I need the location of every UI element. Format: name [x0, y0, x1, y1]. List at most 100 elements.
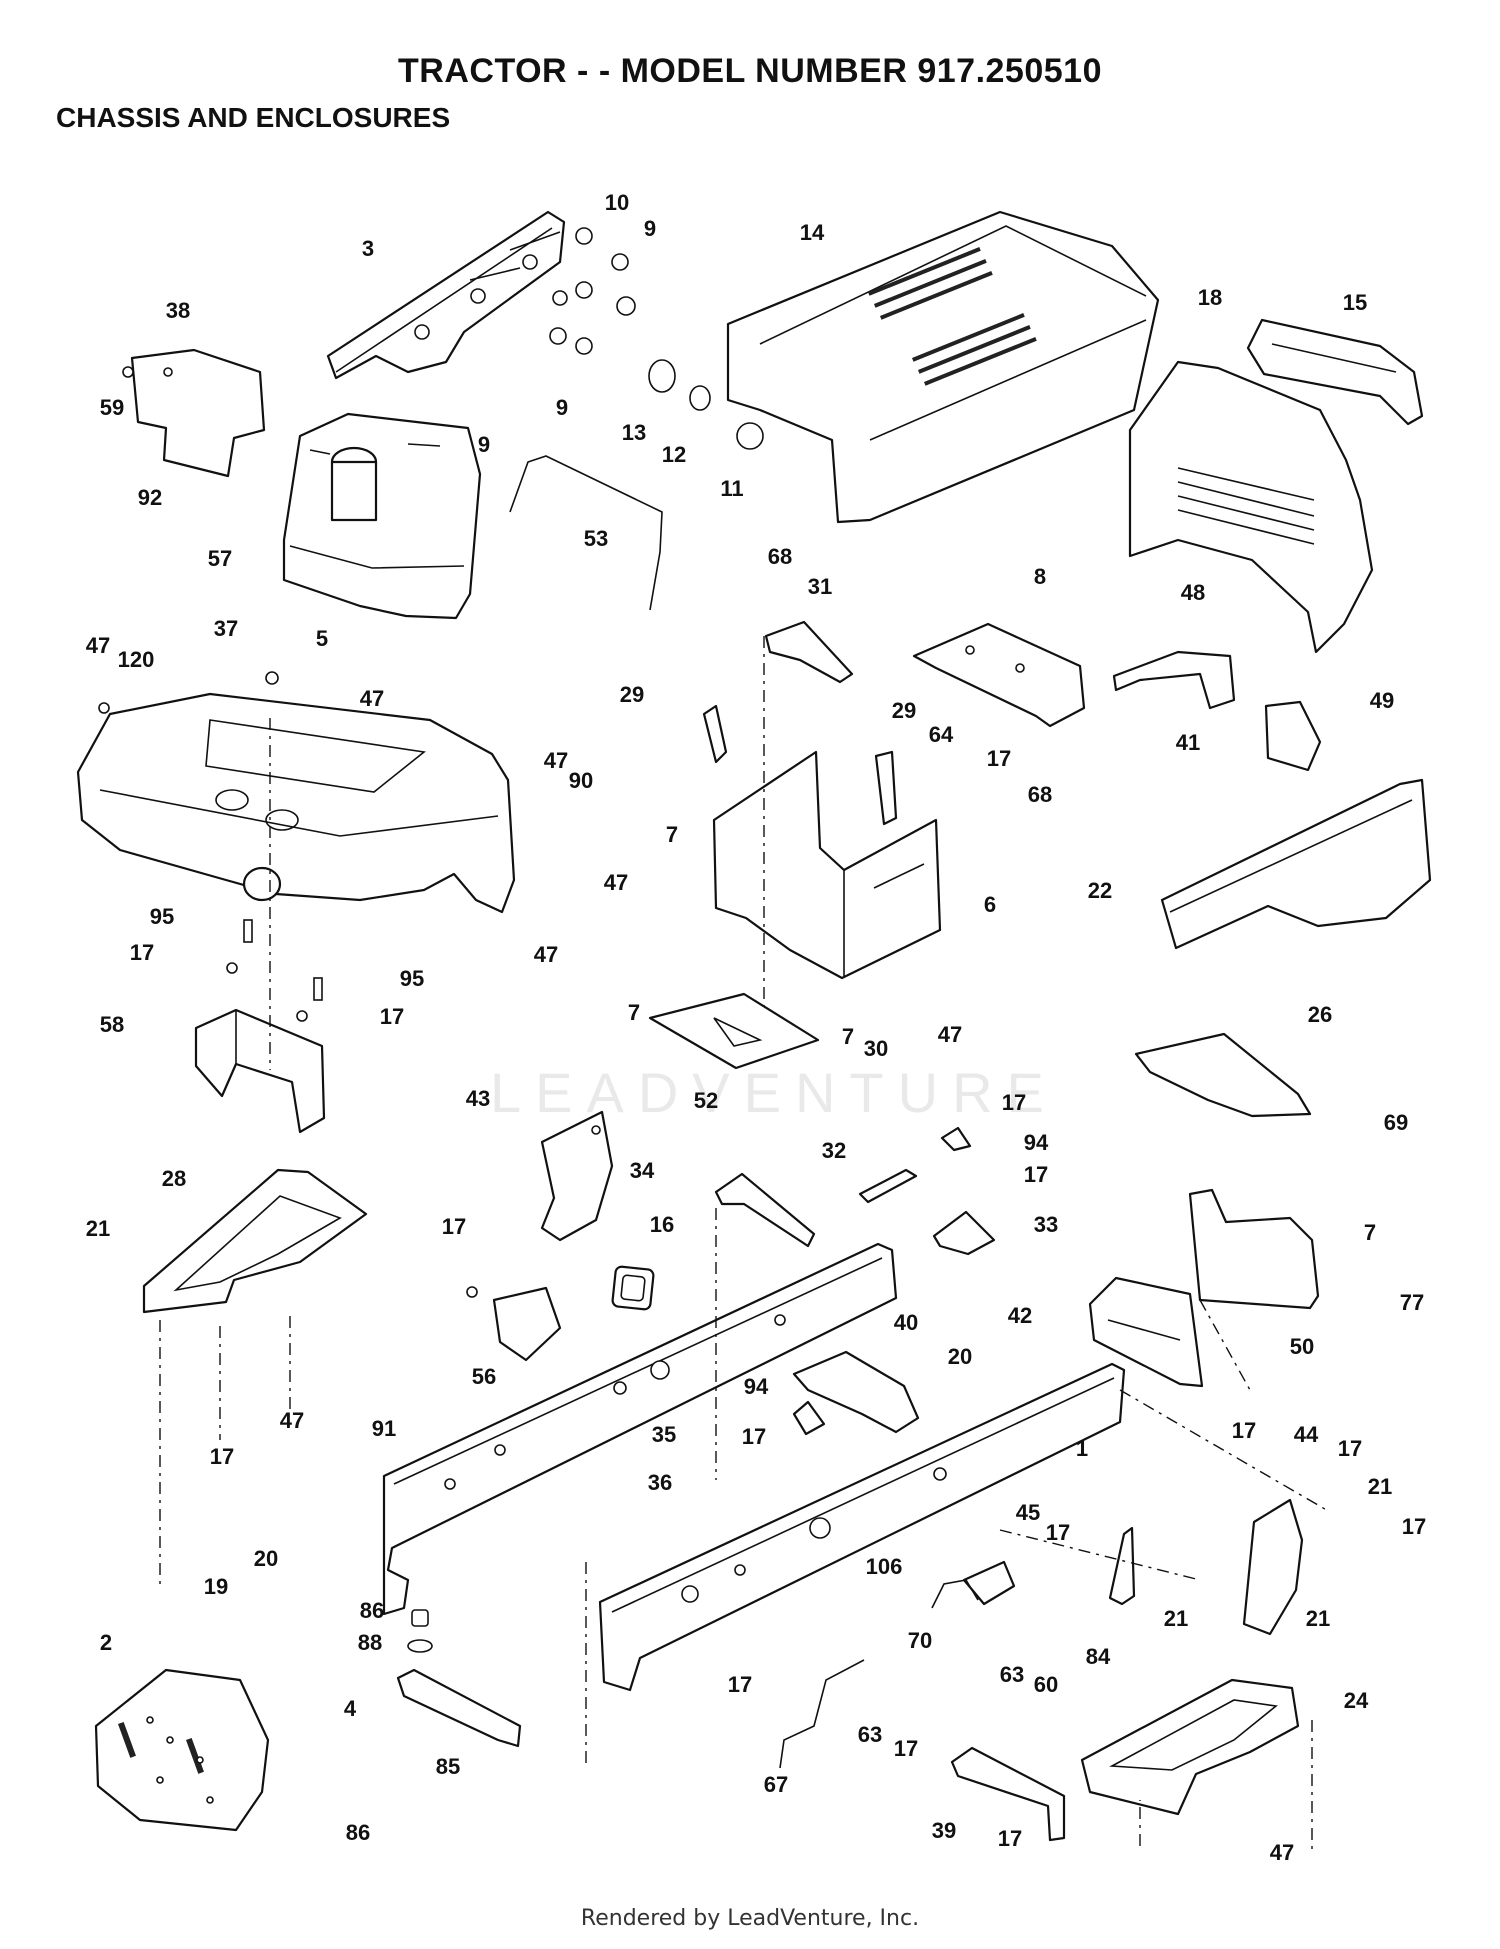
callout-47: 47	[280, 1408, 304, 1433]
callout-31: 31	[808, 574, 832, 599]
part-95-17-hardware	[226, 919, 323, 1022]
callout-45: 45	[1016, 1500, 1040, 1525]
part-43-bracket	[540, 1110, 614, 1242]
callout-17: 17	[1024, 1162, 1048, 1187]
callout-86: 86	[360, 1598, 384, 1623]
callout-68: 68	[768, 544, 792, 569]
callout-17: 17	[998, 1826, 1022, 1851]
part-67-rod	[779, 1659, 865, 1769]
callout-91: 91	[372, 1416, 396, 1441]
callout-106: 106	[866, 1554, 903, 1579]
footer-credit: Rendered by LeadVenture, Inc.	[580, 1906, 920, 1931]
part-45-hitch	[962, 1560, 1016, 1606]
part-70-spring	[931, 1579, 979, 1609]
callout-26: 26	[1308, 1002, 1332, 1027]
callout-120: 120	[118, 647, 155, 672]
part-77-panel	[1188, 1188, 1320, 1310]
callout-30: 30	[864, 1036, 888, 1061]
callout-17: 17	[1232, 1418, 1256, 1443]
callout-17: 17	[728, 1672, 752, 1697]
callout-47: 47	[534, 942, 558, 967]
callout-47: 47	[1270, 1840, 1294, 1865]
part-11-12-13-hood-hardware	[648, 359, 764, 450]
part-9-10-nuts-washers	[549, 227, 636, 355]
callout-7: 7	[628, 1000, 640, 1025]
callout-86: 86	[346, 1820, 370, 1845]
callout-7: 7	[666, 822, 678, 847]
callout-21: 21	[1164, 1606, 1188, 1631]
callout-17: 17	[442, 1214, 466, 1239]
callout-7: 7	[842, 1024, 854, 1049]
callout-15: 15	[1343, 290, 1367, 315]
callout-49: 49	[1370, 688, 1394, 713]
callout-9: 9	[478, 432, 490, 457]
part-3-dash-bracket	[326, 210, 568, 380]
part-32-clip	[858, 1168, 918, 1204]
callout-21: 21	[1306, 1606, 1330, 1631]
part-58-seat-bracket	[194, 1008, 326, 1134]
callout-58: 58	[100, 1012, 124, 1037]
callout-34: 34	[630, 1158, 655, 1183]
callout-12: 12	[662, 442, 686, 467]
part-28-footrest	[142, 1168, 368, 1314]
callout-13: 13	[622, 420, 646, 445]
callout-22: 22	[1088, 878, 1112, 903]
callout-29: 29	[892, 698, 916, 723]
callout-20: 20	[948, 1344, 972, 1369]
callout-85: 85	[436, 1754, 460, 1779]
watermark-text: LEADVENTURE	[490, 1061, 1058, 1124]
callout-47: 47	[360, 686, 384, 711]
callout-9: 9	[644, 216, 656, 241]
callout-84: 84	[1086, 1644, 1111, 1669]
part-15-grille-insert	[1246, 318, 1424, 426]
callout-63: 63	[1000, 1662, 1024, 1687]
part-30-battery-mat	[648, 992, 820, 1070]
callout-2: 2	[100, 1630, 112, 1655]
callout-8: 8	[1034, 564, 1046, 589]
section-title: CHASSIS AND ENCLOSURES	[56, 102, 451, 133]
part-85-rail	[396, 1668, 522, 1748]
callout-21: 21	[86, 1216, 110, 1241]
part-22-side-panel	[1160, 778, 1432, 950]
callout-57: 57	[208, 546, 232, 571]
callout-63: 63	[858, 1722, 882, 1747]
callout-17: 17	[1402, 1514, 1426, 1539]
callout-69: 69	[1384, 1110, 1408, 1135]
part-31-bracket	[764, 620, 854, 684]
part-69-shield	[1134, 1032, 1312, 1118]
callout-90: 90	[569, 768, 593, 793]
part-92-plate	[130, 348, 266, 478]
callout-44: 44	[1294, 1422, 1319, 1447]
part-56-hitch-bracket	[466, 1286, 562, 1362]
part-33-bracket	[932, 1210, 996, 1256]
callout-17: 17	[894, 1736, 918, 1761]
callout-1: 1	[1076, 1436, 1088, 1461]
part-34-bracket	[714, 1172, 816, 1248]
part-18-grille	[1128, 360, 1374, 654]
callout-43: 43	[466, 1086, 490, 1111]
callout-50: 50	[1290, 1334, 1314, 1359]
callout-17: 17	[1046, 1520, 1070, 1545]
part-14-hood	[726, 210, 1160, 524]
callout-37: 37	[214, 616, 238, 641]
part-1-right-frame	[598, 1362, 1126, 1692]
callout-28: 28	[162, 1166, 186, 1191]
callout-47: 47	[604, 870, 628, 895]
callout-3: 3	[362, 236, 374, 261]
callout-6: 6	[984, 892, 996, 917]
part-29-brackets	[702, 704, 898, 826]
callout-94: 94	[1024, 1130, 1049, 1155]
callout-17: 17	[742, 1424, 766, 1449]
part-39-bracket	[950, 1746, 1066, 1842]
callout-60: 60	[1034, 1672, 1058, 1697]
callout-95: 95	[400, 966, 424, 991]
callout-35: 35	[652, 1422, 676, 1447]
page-title: TRACTOR - - MODEL NUMBER 917.250510	[398, 52, 1102, 90]
callout-42: 42	[1008, 1303, 1032, 1328]
callout-77: 77	[1400, 1290, 1424, 1315]
callout-32: 32	[822, 1138, 846, 1163]
callout-17: 17	[987, 746, 1011, 771]
callout-88: 88	[358, 1630, 382, 1655]
